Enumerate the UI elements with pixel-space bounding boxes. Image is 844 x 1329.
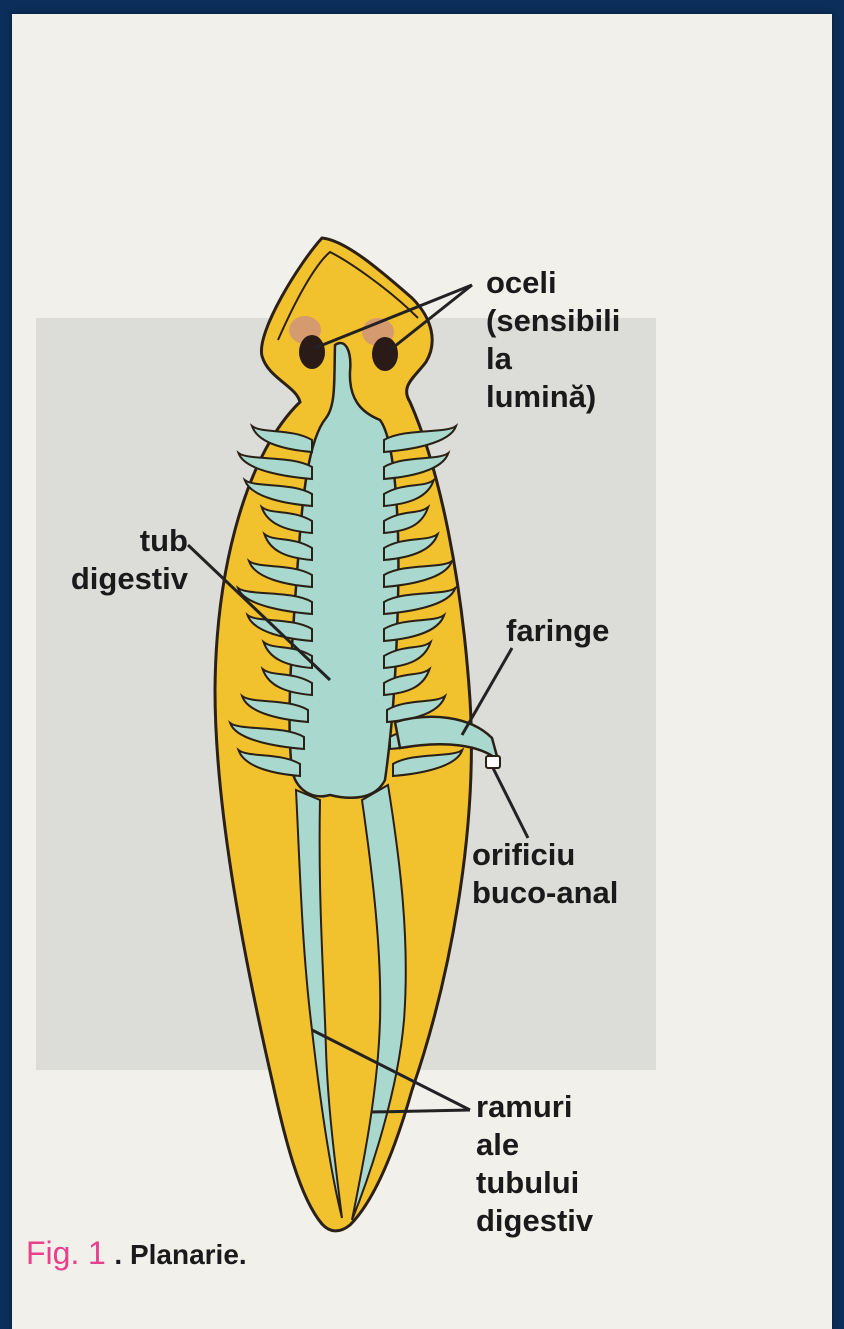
ocellus-left <box>299 335 325 369</box>
label-oceli: oceli (sensibili la lumină) <box>486 264 620 416</box>
label-tub-digestiv: tub digestiv <box>52 522 188 598</box>
leader-orificiu <box>493 768 528 838</box>
caption-fig-number: 1 <box>88 1235 106 1271</box>
ocellus-right <box>372 337 398 371</box>
figure-caption: Fig. 1 . Planarie. <box>26 1234 247 1274</box>
caption-title: . Planarie. <box>114 1239 246 1270</box>
mouth-opening <box>486 756 500 768</box>
caption-fig-label: Fig. <box>26 1235 79 1271</box>
label-orificiu-buco-anal: orificiu buco-anal <box>472 836 618 912</box>
label-faringe: faringe <box>506 612 609 650</box>
leader-ramuri-right <box>372 1110 470 1112</box>
label-ramuri: ramuri ale tubului digestiv <box>476 1088 593 1240</box>
